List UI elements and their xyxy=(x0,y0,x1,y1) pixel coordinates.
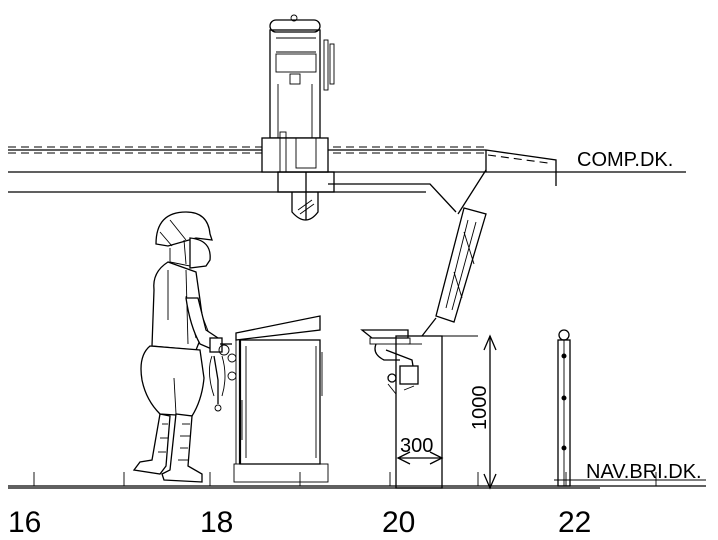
width-dimension-label: 300 xyxy=(400,435,433,457)
height-dimension: 1000 xyxy=(469,334,497,490)
frame-number-16: 16 xyxy=(8,506,41,539)
pole xyxy=(557,329,571,487)
frame-number-18: 18 xyxy=(200,506,233,539)
display-panel xyxy=(328,169,487,337)
height-dimension-label: 1000 xyxy=(469,386,491,431)
nav-bridge-deck xyxy=(8,472,706,489)
person-figure xyxy=(132,211,237,483)
width-dimension: 300 xyxy=(396,435,444,486)
binnacle-upper xyxy=(261,14,335,221)
comp-deck-label: COMP.DK. xyxy=(577,149,673,171)
compass-deck-structure xyxy=(8,146,686,193)
gyro-pedestal xyxy=(360,329,478,489)
steering-stand xyxy=(233,315,329,483)
frame-number-20: 20 xyxy=(382,506,415,539)
frame-number-22: 22 xyxy=(558,506,591,539)
nav-bridge-deck-label: NAV.BRI.DK. xyxy=(586,461,702,483)
